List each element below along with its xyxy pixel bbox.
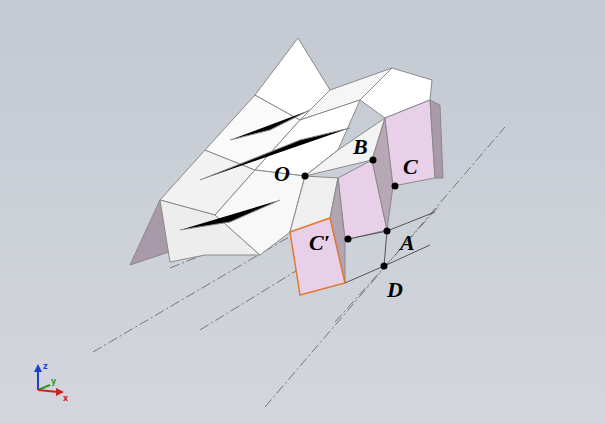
axis-triad [34, 364, 64, 396]
axis-letter: y [51, 378, 56, 386]
construction-lines [345, 212, 435, 283]
pink-panels [290, 100, 443, 295]
point-label: D [387, 279, 403, 301]
roof-faces [130, 38, 432, 265]
point-label: C [403, 156, 418, 178]
point-markers [302, 157, 399, 270]
point-label: A [400, 232, 415, 254]
axis-letter: z [43, 363, 48, 371]
point-label: O [274, 163, 290, 185]
point-label: B [353, 136, 368, 158]
point-label: C′ [309, 232, 330, 254]
axis-letter: x [63, 395, 68, 403]
